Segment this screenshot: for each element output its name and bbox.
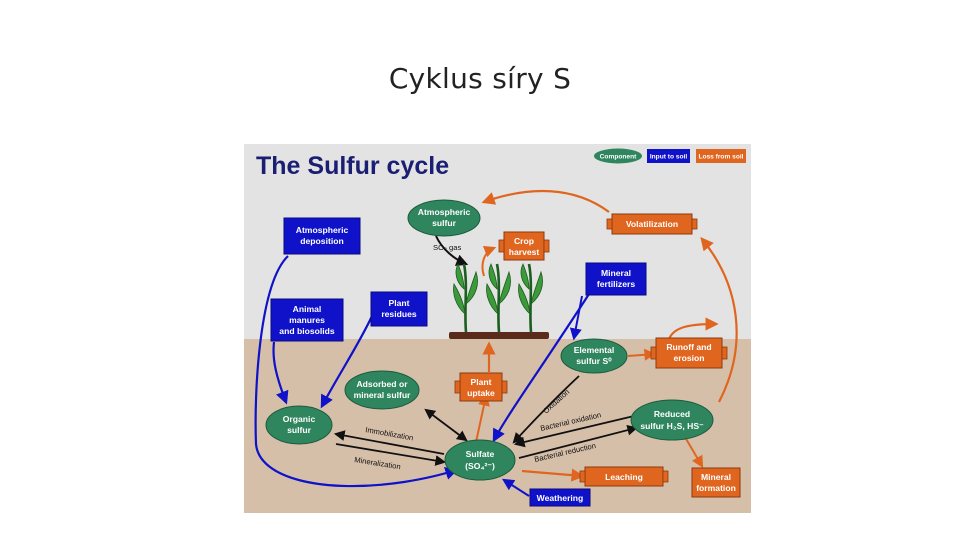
arrow-sulfate-to-leaching (521, 468, 585, 482)
sulfur-cycle-diagram: The Sulfur cycle Component Input to soil… (244, 144, 751, 513)
arrow-mineralization (335, 443, 447, 466)
node-atmospheric-sulfur: Atmospheric sulfur (407, 199, 481, 237)
svg-text:Adsorbed or: Adsorbed or (356, 379, 408, 389)
legend-component-swatch (594, 148, 642, 164)
arrow-crop-to-harvest (481, 246, 497, 277)
svg-text:fertilizers: fertilizers (597, 279, 635, 289)
arrow-manures-to-organic (272, 341, 289, 405)
arrow-reduced-to-volatilization (700, 236, 738, 403)
svg-text:Atmospheric: Atmospheric (296, 225, 349, 235)
arrow-fertilizers-to-elemental (569, 295, 583, 341)
input-mineral-fertilizers: Mineral fertilizers (585, 262, 647, 296)
legend: Component Input to soil Loss from soil (594, 148, 746, 164)
legend-component-label: Component (600, 154, 637, 161)
svg-text:Elemental: Elemental (574, 345, 615, 355)
loss-plant-uptake: Plant uptake (454, 372, 508, 402)
loss-mineral-formation: Mineral formation (691, 467, 741, 498)
label-so2-gas: SO₂ gas (433, 243, 461, 252)
input-atmospheric-deposition: Atmospheric deposition (283, 217, 361, 255)
loss-crop-harvest: Crop harvest (498, 231, 550, 261)
loss-runoff-erosion: Runoff and erosion (650, 337, 728, 369)
arrow-volatilization-to-atmosphere (481, 189, 610, 213)
crop-plants-illustration (449, 263, 549, 339)
input-plant-residues: Plant residues (370, 291, 428, 327)
svg-text:(SO₄²⁻): (SO₄²⁻) (465, 461, 495, 471)
arrow-residues-to-organic (320, 315, 373, 409)
svg-text:mineral sulfur: mineral sulfur (354, 390, 411, 400)
arrow-bacterial-oxidation (513, 415, 635, 448)
svg-text:sulfur S⁰: sulfur S⁰ (576, 356, 612, 366)
svg-text:Atmospheric: Atmospheric (418, 207, 471, 217)
svg-text:Plant: Plant (470, 377, 491, 387)
node-sulfate: Sulfate (SO₄²⁻) (444, 439, 516, 481)
svg-text:Sulfate: Sulfate (466, 449, 495, 459)
node-adsorbed-mineral-sulfur: Adsorbed or mineral sulfur (344, 370, 420, 410)
legend-input-label: Input to soil (650, 154, 688, 161)
svg-text:sulfur H₂S, HS⁻: sulfur H₂S, HS⁻ (640, 421, 704, 431)
node-organic-sulfur: Organic sulfur (265, 405, 333, 445)
svg-text:residues: residues (381, 309, 417, 319)
svg-text:Crop: Crop (514, 236, 534, 246)
legend-loss-label: Loss from soil (698, 154, 743, 161)
svg-text:formation: formation (696, 483, 736, 493)
svg-text:harvest: harvest (509, 247, 540, 257)
arrow-adsorbed-sulfate (424, 408, 468, 442)
slide-title: Cyklus síry S (388, 62, 572, 95)
arrow-sulfate-to-uptake (475, 393, 490, 443)
node-elemental-sulfur: Elemental sulfur S⁰ (560, 338, 628, 374)
arrow-immobilization (333, 430, 445, 455)
svg-text:uptake: uptake (467, 388, 495, 398)
node-reduced-sulfur: Reduced sulfur H₂S, HS⁻ (630, 399, 714, 441)
loss-volatilization: Volatilization (606, 213, 698, 235)
svg-text:and biosolids: and biosolids (279, 326, 335, 336)
svg-text:sulfur: sulfur (432, 218, 457, 228)
arrow-runoff-out (667, 317, 719, 340)
arrow-weathering-to-sulfate (501, 478, 530, 497)
svg-text:Volatilization: Volatilization (626, 219, 678, 229)
svg-text:Leaching: Leaching (605, 472, 643, 482)
legend-loss-swatch (696, 149, 746, 163)
loss-leaching: Leaching (579, 466, 669, 487)
svg-text:Mineral: Mineral (701, 472, 731, 482)
svg-text:sulfur: sulfur (287, 425, 312, 435)
arrow-fertilizers-to-sulfate (492, 293, 590, 443)
svg-text:deposition: deposition (300, 236, 343, 246)
svg-text:Plant: Plant (388, 298, 409, 308)
arrow-atm-deposition-to-organic (254, 255, 459, 488)
svg-text:erosion: erosion (673, 353, 704, 363)
arrow-so2-to-plants (435, 235, 469, 266)
arrow-bacterial-reduction (518, 424, 639, 459)
svg-text:Mineral: Mineral (601, 268, 631, 278)
arrow-elemental-to-runoff (627, 348, 657, 361)
legend-input-swatch (647, 149, 690, 163)
svg-text:manures: manures (289, 315, 325, 325)
diagram-title: The Sulfur cycle (256, 152, 449, 180)
svg-text:Organic: Organic (283, 414, 316, 424)
svg-text:Reduced: Reduced (654, 409, 690, 419)
input-animal-manures: Animal manures and biosolids (270, 298, 344, 342)
input-weathering: Weathering (529, 488, 591, 507)
svg-text:Weathering: Weathering (537, 493, 584, 503)
svg-text:Animal: Animal (293, 304, 322, 314)
svg-text:Runoff and: Runoff and (666, 342, 711, 352)
